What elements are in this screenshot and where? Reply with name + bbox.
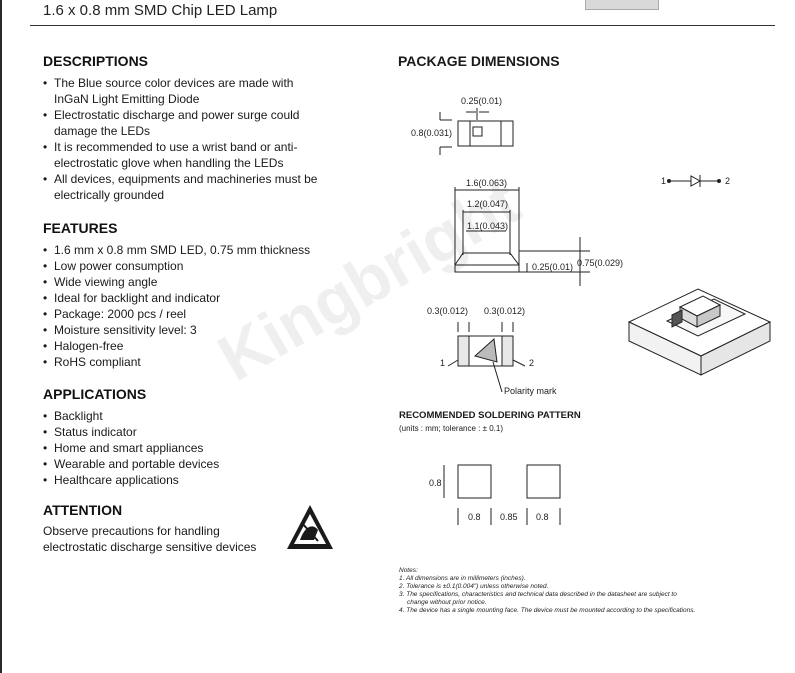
- dim-label: 0.25(0.01): [461, 96, 503, 106]
- dim-label: 0.8: [429, 478, 442, 488]
- note-line: change without prior notice.: [407, 599, 487, 606]
- list-item: Status indicator: [43, 424, 343, 440]
- dim-label: 0.75(0.029): [577, 258, 624, 268]
- esd-warning-icon: [287, 505, 333, 549]
- list-item: Electrostatic discharge and power surge …: [43, 107, 328, 139]
- list-item: The Blue source color devices are made w…: [43, 75, 328, 107]
- page-title: 1.6 x 0.8 mm SMD Chip LED Lamp: [43, 2, 278, 19]
- dim-label: 0.25(0.01): [532, 262, 574, 272]
- list-item: All devices, equipments and machineries …: [43, 171, 328, 203]
- symbol-pin-label: 1: [661, 176, 667, 186]
- dim-label: 1.6(0.063): [466, 178, 508, 188]
- list-item: Low power consumption: [43, 258, 343, 274]
- symbol-pin-label: 2: [725, 176, 731, 186]
- package-dimensions-heading: PACKAGE DIMENSIONS: [398, 53, 560, 69]
- title-rule: [30, 25, 775, 26]
- applications-list: Backlight Status indicator Home and smar…: [43, 408, 343, 488]
- note-line: 2. Tolerance is ±0.1(0.004") unless othe…: [399, 583, 549, 590]
- dim-label: 1.1(0.043): [467, 221, 509, 231]
- bottom-view-drawing: [447, 322, 526, 393]
- attention-text: Observe precautions for handling electro…: [43, 524, 257, 554]
- descriptions-list: The Blue source color devices are made w…: [43, 75, 328, 203]
- notes-heading: Notes:: [399, 567, 418, 574]
- attention-heading: ATTENTION: [43, 502, 123, 518]
- list-item: Ideal for backlight and indicator: [43, 290, 343, 306]
- list-item: Moisture sensitivity level: 3: [43, 322, 343, 338]
- list-item: It is recommended to use a wrist band or…: [43, 139, 328, 171]
- list-item: Halogen-free: [43, 338, 343, 354]
- note-line: 4. The device has a single mounting face…: [399, 607, 696, 614]
- pin-label: 1: [440, 358, 446, 368]
- soldering-title: RECOMMENDED SOLDERING PATTERN: [399, 410, 581, 421]
- dim-label: 0.8: [468, 512, 481, 522]
- list-item: Wide viewing angle: [43, 274, 343, 290]
- note-line: 3. The specifications, characteristics a…: [399, 591, 677, 598]
- list-item: Healthcare applications: [43, 472, 343, 488]
- list-item: Backlight: [43, 408, 343, 424]
- list-item: Wearable and portable devices: [43, 456, 343, 472]
- features-list: 1.6 mm x 0.8 mm SMD LED, 0.75 mm thickne…: [43, 242, 343, 370]
- pin-label: 2: [529, 358, 535, 368]
- package-3d-view: [627, 288, 772, 376]
- list-item: Package: 2000 pcs / reel: [43, 306, 343, 322]
- left-border: [0, 0, 2, 673]
- note-line: 1. All dimensions are in millimeters (in…: [399, 575, 526, 582]
- notes: Notes: 1. All dimensions are in millimet…: [399, 567, 695, 615]
- applications-heading: APPLICATIONS: [43, 386, 147, 402]
- descriptions-heading: DESCRIPTIONS: [43, 53, 149, 69]
- list-item: Home and smart appliances: [43, 440, 343, 456]
- dim-label: 0.8: [536, 512, 549, 522]
- dim-label: 0.3(0.012): [427, 306, 469, 316]
- dim-label: 0.85: [500, 512, 518, 522]
- list-item: RoHS compliant: [43, 354, 343, 370]
- product-thumbnail: [585, 0, 659, 10]
- polarity-label: Polarity mark: [504, 386, 557, 396]
- soldering-subtitle: (units : mm; tolerance : ± 0.1): [399, 424, 503, 433]
- features-heading: FEATURES: [43, 220, 118, 236]
- diode-symbol-icon: [667, 175, 721, 187]
- list-item: 1.6 mm x 0.8 mm SMD LED, 0.75 mm thickne…: [43, 242, 343, 258]
- dim-label: 0.3(0.012): [484, 306, 526, 316]
- dim-label: 0.8(0.031): [411, 128, 453, 138]
- dim-label: 1.2(0.047): [467, 199, 509, 209]
